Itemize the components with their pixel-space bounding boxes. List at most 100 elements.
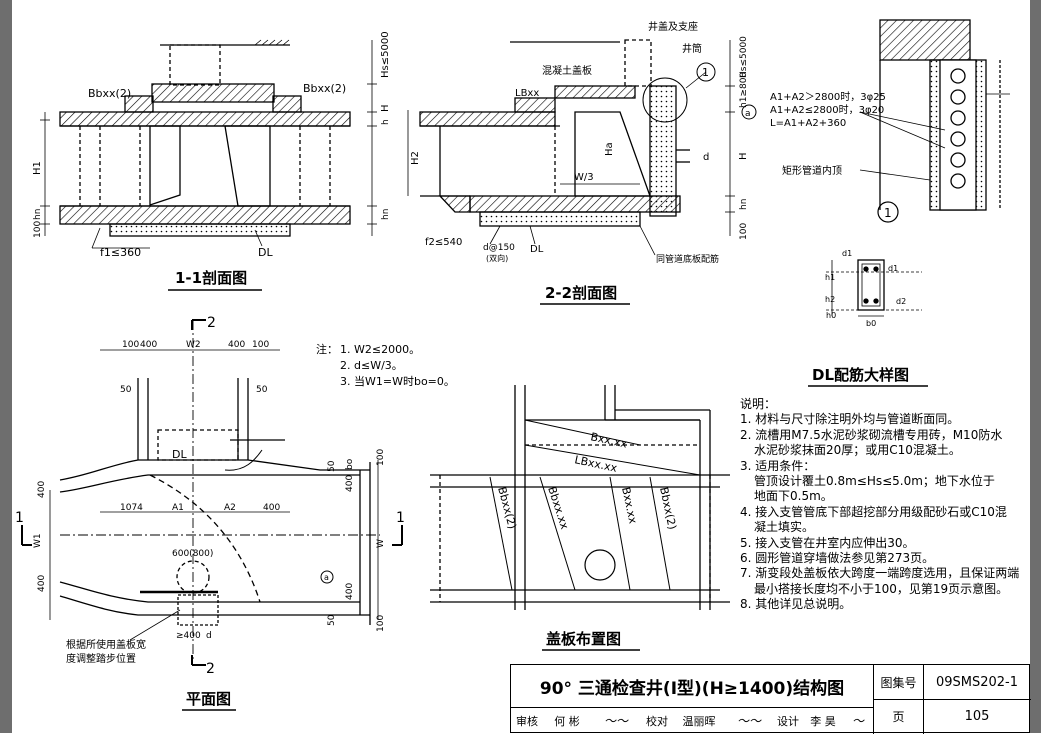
rebar-line1: A1+A2＞2800时，3φ25	[770, 91, 886, 103]
s1-hs: Hs≤5000	[380, 31, 391, 78]
s2-pipe-top	[419, 111, 556, 127]
s2-hs: Hs≤5000	[739, 36, 749, 78]
s2-w3: W/3	[574, 172, 594, 183]
cover-bbxx-4: Bbxx(2)	[657, 486, 679, 531]
plan-dim-100-c: 100	[376, 449, 386, 466]
designer-signature: ～	[851, 714, 864, 728]
s2-callout: 1	[702, 66, 709, 79]
plan-note-3: 3. 当W1=W时bo=0。	[340, 374, 455, 388]
plan-dim-1074: 1074	[120, 503, 143, 513]
top-cover-slab	[151, 83, 275, 103]
s2-drain: d@150	[483, 243, 515, 253]
right-frame-border	[1030, 0, 1041, 733]
plan-marker-1-right: 1	[396, 510, 405, 526]
section-2-2-text: 井盖及支座 井筒 混凝土盖板 LBxx 1 H2 Ha Hs≤5000 h1≥8…	[410, 20, 749, 302]
plan-w: W	[376, 539, 386, 548]
s1-h1: H1	[32, 161, 43, 175]
s1-dl: DL	[258, 246, 273, 259]
s2-f2: f2≤540	[425, 237, 462, 248]
plan-dim-400-e: 400	[37, 575, 47, 592]
s1-f1: f1≤360	[100, 246, 141, 259]
rebar-marker: a	[745, 109, 751, 119]
atlas-label: 图集号	[880, 675, 917, 690]
plan-marker-2-bottom: 2	[206, 661, 215, 677]
general-notes: 说明： 1. 材料与尺寸除注明外均与管道断面同。 2. 流槽用M7.5水泥砂浆砌…	[740, 397, 1030, 613]
rebar-detail-text: a A1+A2＞2800时，3φ25 A1+A2≤2800时，3φ20 L=A1…	[745, 91, 892, 220]
note-item-1: 1. 材料与尺寸除注明外均与管道断面同。	[740, 412, 960, 427]
reviewer-name: 何 彬	[554, 714, 580, 728]
s1-bbxx-left: Bbxx(2)	[88, 87, 131, 100]
pipe-top-slab	[59, 111, 351, 127]
note-item-2b: 水泥砂浆抹面20厚；或用C10混凝土。	[754, 443, 961, 458]
designer-name: 李 昊	[810, 714, 836, 728]
page-number: 105	[964, 709, 990, 724]
note-item-3c: 地面下0.5m。	[754, 489, 833, 504]
check-label: 校对	[646, 714, 668, 728]
s1-bbxx-right: Bbxx(2)	[303, 82, 346, 95]
cover-right-support	[272, 95, 302, 113]
plan-marker-1-left: 1	[15, 510, 24, 526]
plan-dim-100-b: 100	[252, 340, 269, 350]
s2-h: H	[738, 152, 749, 160]
s2-d100: 100	[739, 223, 749, 240]
left-frame-border	[0, 0, 12, 733]
s2-ha: Ha	[604, 142, 615, 156]
note-item-4b: 凝土填实。	[754, 520, 815, 535]
s2-well-neck: 井筒	[682, 42, 702, 55]
cover-layout	[430, 385, 730, 610]
plan-w1: W1	[33, 533, 43, 548]
note-item-7b: 最小搭接长度均不小于100，见第19页示意图。	[754, 581, 1009, 596]
note-item-7: 7. 渐变段处盖板依大跨度一端跨度选用，且保证两端	[740, 566, 1020, 581]
plan-dim-50-d: 50	[327, 614, 337, 626]
note-item-4: 4. 接入支管管底下部超挖部分用级配砂石或C10混	[740, 504, 1007, 519]
s1-title: 1-1剖面图	[175, 269, 247, 287]
s2-d: d	[703, 152, 709, 163]
note-item-3b: 管顶设计覆土0.8m≤Hs≤5.0m；地下水位于	[754, 474, 995, 489]
review-label: 审核	[516, 714, 538, 728]
plan-dim-400-f: 400	[345, 475, 355, 492]
s2-bottom-rebar: 同管道底板配筋	[656, 253, 719, 265]
s2-title: 2-2剖面图	[545, 284, 617, 302]
note-item-8: 8. 其他详见总说明。	[740, 597, 852, 612]
checker-name: 温丽晖	[682, 714, 716, 728]
plan-notes: 注： 1. W2≤2000。 2. d≤W/3。 3. 当W1=W时bo=0。	[316, 342, 455, 388]
plan-note-1: 1. W2≤2000。	[340, 343, 420, 356]
note-item-6: 6. 圆形管道穿墙做法参见第273页。	[740, 551, 935, 566]
plan-dim-w2: W2	[186, 340, 201, 350]
page-label: 页	[892, 710, 905, 724]
s2-well-cover: 井盖及支座	[648, 20, 698, 33]
dl-detail-text: d1 d1 h1 h2 d2 b0 h0 DL配筋大样图	[812, 249, 909, 384]
cover-lbxx: LBxx.xx	[573, 453, 618, 475]
s2-hn: hn	[739, 199, 749, 210]
flow-channel-right	[224, 125, 271, 207]
dl-d1-right: d1	[888, 264, 898, 273]
dl-detail	[826, 259, 922, 317]
s1-h-small: h	[381, 119, 391, 125]
plan-dim-400-g: 400	[345, 583, 355, 600]
plan-dim-50-c: 50	[327, 460, 337, 472]
cover-bxx-top: Bxx.xx	[589, 430, 628, 451]
dl-h1: h1	[825, 273, 835, 282]
cover-bbxx-2: Bbxx.xx	[545, 485, 571, 531]
s2-drain-sub: (双向)	[486, 253, 508, 263]
s2-h2: H2	[410, 151, 421, 165]
plan-notes-head: 注：	[316, 342, 338, 356]
ground-line	[160, 39, 290, 46]
section-1-1	[40, 39, 377, 249]
section-2-2	[407, 39, 735, 256]
note-item-2: 2. 流槽用M7.5水泥砂浆砌流槽专用砖，M10防水	[740, 427, 1003, 442]
plan-dim-50-b: 50	[256, 385, 268, 395]
s2-left-slab	[514, 97, 556, 113]
dl-h0: h0	[826, 311, 836, 320]
plan-dl: DL	[172, 448, 187, 461]
plan-d: d	[206, 631, 212, 641]
s2-bedding	[479, 211, 641, 227]
s2-cover-slab	[554, 85, 636, 99]
note-item-5: 5. 接入支管在井室内应伸出30。	[740, 535, 915, 550]
s2-dl: DL	[530, 244, 544, 255]
dl-d1-top: d1	[842, 249, 852, 258]
rebar-line2: A1+A2≤2800时，3φ20	[770, 104, 884, 116]
rebar-culvert-top: 矩形管道内顶	[782, 164, 842, 177]
plan-a1: A1	[172, 503, 184, 513]
dl-h2: h2	[825, 295, 835, 304]
